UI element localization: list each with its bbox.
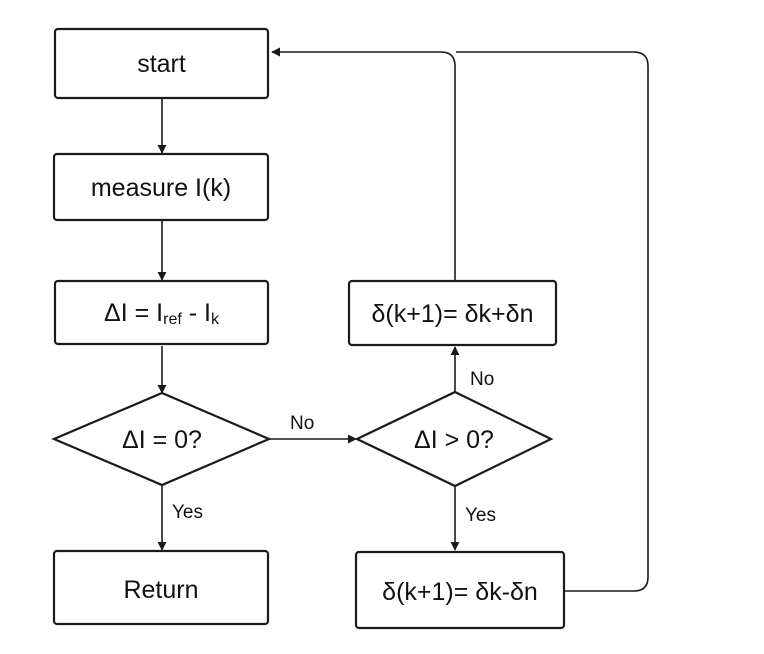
node-decision-zero: ΔI = 0? [51, 391, 272, 487]
edge-label-zero-yes: Yes [172, 502, 203, 523]
node-decision-zero-label: ΔI = 0? [122, 426, 202, 454]
delta-i-lhs: ΔI = I [104, 299, 163, 327]
edge-minus-to-start [456, 51, 649, 592]
node-start: start [53, 27, 270, 100]
node-start-label: start [137, 50, 186, 78]
edge-label-positive-no: No [470, 369, 494, 390]
node-delta-i: ΔI = Iref - Ik [53, 279, 270, 346]
node-decision-positive: ΔI > 0? [354, 390, 554, 488]
node-update-minus-label: δ(k+1)= δk-δn [382, 578, 538, 606]
edge-label-positive-yes: Yes [465, 505, 496, 526]
node-update-plus: δ(k+1)= δk+δn [347, 279, 558, 347]
node-return-label: Return [123, 576, 198, 604]
node-measure-label: measure I(k) [91, 174, 231, 202]
edge-plus-to-start [271, 47, 456, 280]
node-update-plus-label: δ(k+1)= δk+δn [372, 300, 534, 328]
node-measure: measure I(k) [52, 152, 270, 222]
delta-i-k-sub: k [211, 311, 220, 328]
node-update-minus: δ(k+1)= δk-δn [354, 550, 566, 630]
delta-i-ref-sub: ref [163, 311, 182, 328]
node-return: Return [52, 549, 270, 626]
node-decision-positive-label: ΔI > 0? [414, 426, 494, 454]
delta-i-mid: - I [182, 299, 211, 327]
edge-label-zero-no: No [290, 413, 314, 434]
node-delta-i-label: ΔI = Iref - Ik [104, 299, 220, 328]
